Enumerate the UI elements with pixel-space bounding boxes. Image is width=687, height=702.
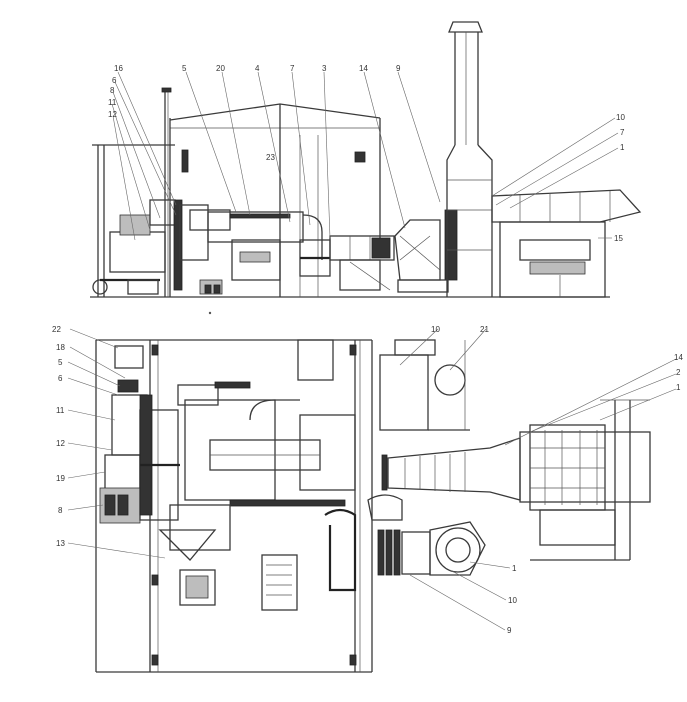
label-8-plan: 8 [58, 506, 63, 515]
label-6: 6 [112, 76, 117, 85]
label-9: 9 [396, 64, 401, 73]
plan-left-equipment [99, 379, 180, 524]
bottom-labels: 22 18 5 6 11 12 19 8 13 10 21 14 2 1 1 1… [52, 325, 683, 635]
top-labels: 16 6 8 11 12 5 20 4 7 3 14 9 10 7 1 15 2… [108, 64, 625, 243]
plan-stack-duct [381, 437, 521, 501]
building-frame [92, 87, 381, 297]
elevation-view [90, 21, 642, 298]
label-12-plan: 12 [56, 439, 65, 448]
label-5-plan: 5 [58, 358, 63, 367]
label-5: 5 [182, 64, 187, 73]
label-16: 16 [114, 64, 123, 73]
label-3: 3 [322, 64, 327, 73]
label-7-right: 7 [620, 128, 625, 137]
label-14-plan: 14 [674, 353, 683, 362]
label-11: 11 [108, 98, 117, 107]
plan-main-duct [158, 381, 356, 611]
label-14: 14 [359, 64, 368, 73]
label-6-plan: 6 [58, 374, 63, 383]
label-2: 2 [676, 368, 681, 377]
plan-scrubber-box [519, 399, 651, 561]
label-1-plan: 1 [676, 383, 681, 392]
label-7: 7 [290, 64, 295, 73]
label-22: 22 [52, 325, 61, 334]
label-23: 23 [266, 153, 275, 162]
bottom-leader-lines [67, 328, 677, 631]
label-20: 20 [216, 64, 225, 73]
label-19: 19 [56, 474, 65, 483]
label-10: 10 [616, 113, 625, 122]
label-21: 21 [480, 325, 489, 334]
label-9-plan: 9 [507, 626, 512, 635]
plan-elbow-duct [324, 508, 357, 592]
label-1-fan: 1 [512, 564, 517, 573]
left-machinery [92, 199, 231, 295]
cooling-hood [491, 189, 642, 298]
label-13: 13 [56, 539, 65, 548]
label-1: 1 [620, 143, 625, 152]
label-8: 8 [110, 86, 115, 95]
plan-fan [377, 521, 486, 576]
label-4: 4 [255, 64, 260, 73]
label-12: 12 [108, 110, 117, 119]
label-18: 18 [56, 343, 65, 352]
top-leader-lines [111, 71, 619, 241]
scrubber [394, 209, 458, 293]
central-duct [207, 211, 395, 291]
plan-round-tank [434, 364, 466, 396]
label-10-fan: 10 [508, 596, 517, 605]
chimney [446, 21, 493, 297]
label-10-plan: 10 [431, 325, 440, 334]
label-11-plan: 11 [56, 406, 65, 415]
plan-view [67, 311, 677, 673]
scale-dot [208, 311, 212, 315]
label-15: 15 [614, 234, 623, 243]
